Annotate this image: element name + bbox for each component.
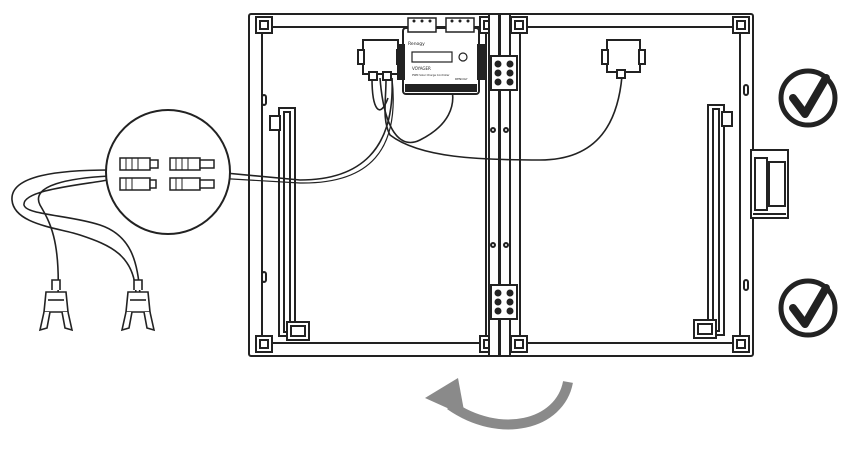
carry-handle — [750, 149, 789, 219]
cables — [11, 75, 623, 296]
controller-footer: RENOGY — [455, 77, 468, 81]
check-circle-icon — [778, 278, 838, 338]
center-hinge — [488, 13, 518, 357]
clamp-right — [120, 279, 156, 332]
controller-model: VOYAGER — [412, 66, 431, 71]
curved-arrow-icon — [425, 378, 573, 430]
check-circle-icon — [778, 68, 838, 128]
connector-detail-circle — [105, 109, 231, 235]
left-junction-box — [357, 39, 404, 81]
controller-brand: Renogy — [408, 41, 425, 47]
right-solar-panel — [506, 13, 754, 357]
clamp-left — [38, 279, 74, 332]
left-solar-panel — [248, 13, 501, 357]
controller-subtitle: PWM Solar Charge Controller — [412, 73, 450, 77]
right-junction-box — [601, 39, 646, 79]
charge-controller: Renogy VOYAGER PWM Solar Charge Controll… — [397, 17, 485, 95]
